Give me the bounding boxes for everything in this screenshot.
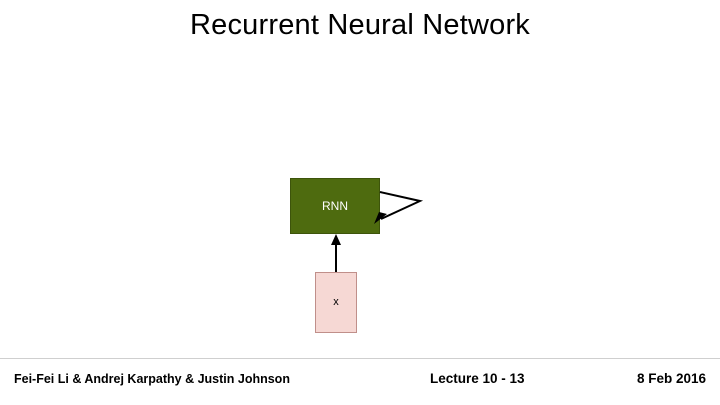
footer-date: 8 Feb 2016 <box>636 371 706 386</box>
footer-lecture: Lecture 10 - 13 <box>430 371 525 386</box>
footer-divider <box>0 358 720 359</box>
rnn-block: RNN <box>290 178 380 234</box>
page-title: Recurrent Neural Network <box>189 9 531 41</box>
input-block-label: x <box>333 296 339 308</box>
rnn-diagram: RNN x <box>290 178 450 338</box>
input-block: x <box>315 272 357 333</box>
arrow-loop-icon <box>374 186 434 228</box>
footer-authors: Fei-Fei Li & Andrej Karpathy & Justin Jo… <box>14 372 290 386</box>
arrow-up-icon <box>329 234 343 274</box>
rnn-block-label: RNN <box>322 199 348 213</box>
